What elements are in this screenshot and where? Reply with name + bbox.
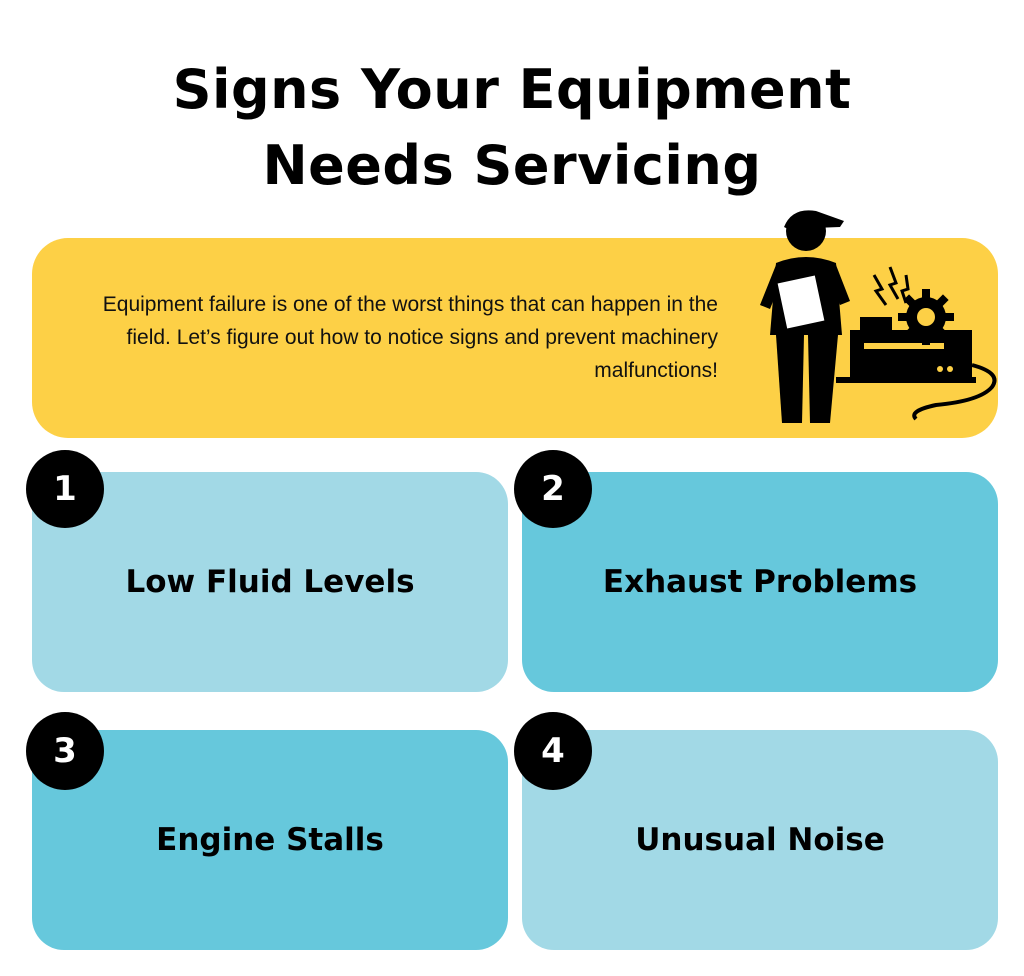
sign-card-label: Unusual Noise xyxy=(635,822,885,858)
sign-card-3: Engine Stalls xyxy=(32,730,508,950)
sign-number-badge: 1 xyxy=(26,450,104,528)
page-title-line-1: Signs Your Equipment xyxy=(172,58,852,121)
sign-number-badge: 4 xyxy=(514,712,592,790)
sign-card-label: Low Fluid Levels xyxy=(125,564,415,600)
sign-card-4: Unusual Noise xyxy=(522,730,998,950)
intro-text: Equipment failure is one of the worst th… xyxy=(102,293,718,382)
page-title: Signs Your Equipment Needs Servicing xyxy=(0,52,1024,204)
sign-card-2: Exhaust Problems xyxy=(522,472,998,692)
sign-card-label: Exhaust Problems xyxy=(602,564,918,600)
sign-number-badge: 2 xyxy=(514,450,592,528)
page-title-line-2: Needs Servicing xyxy=(262,134,762,197)
sign-card-1: Low Fluid Levels xyxy=(32,472,508,692)
sign-number-badge: 3 xyxy=(26,712,104,790)
worker-with-machine-icon xyxy=(760,210,997,423)
sign-card-label: Engine Stalls xyxy=(156,822,384,858)
